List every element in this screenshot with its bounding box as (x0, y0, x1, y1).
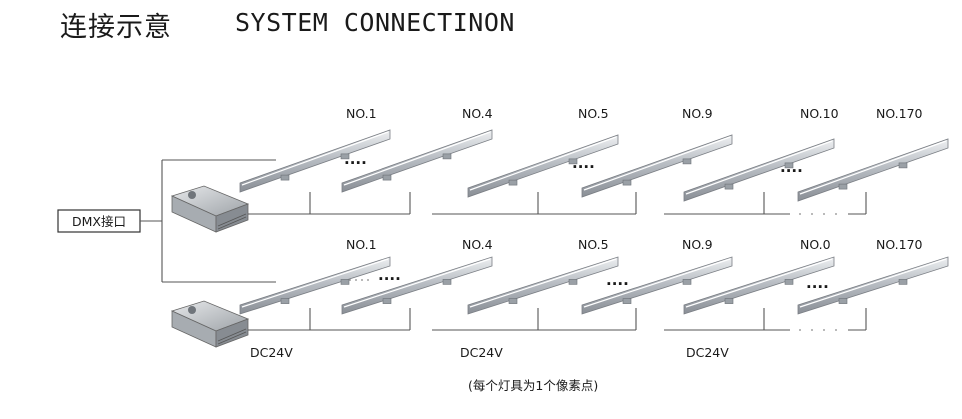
led-bar-fixture-r1-2 (341, 129, 493, 193)
ellipses: .... .... .... .... .... .... (344, 150, 829, 292)
row1-label-6: NO.170 (876, 106, 923, 121)
dmx-interface-label: DMX接口 (72, 214, 126, 229)
power-supply-bottom (170, 300, 250, 348)
power-wiring (248, 192, 867, 331)
row1-ellipsis-3: .... (780, 158, 803, 176)
row2-label-6: NO.170 (876, 237, 923, 252)
dmx-signal-lines (140, 159, 276, 283)
led-bar-fixture-r1-3 (467, 134, 619, 198)
row1-label-5: NO.10 (800, 106, 839, 121)
row1-ellipsis-1: .... (344, 150, 367, 168)
power-label-2: DC24V (460, 345, 503, 360)
led-bar-fixture-r1-4 (581, 134, 733, 198)
row1-label-3: NO.5 (578, 106, 609, 121)
row2-label-4: NO.9 (682, 237, 713, 252)
title-chinese: 连接示意 (60, 12, 172, 43)
led-bar-fixture-r2-3 (467, 256, 619, 315)
fixture-labels: NO.1 NO.4 NO.5 NO.9 NO.10 NO.170 NO.1 NO… (346, 106, 923, 252)
row1-label-2: NO.4 (462, 106, 493, 121)
row2-label-5: NO.0 (800, 237, 831, 252)
row1-label-4: NO.9 (682, 106, 713, 121)
row2-ellipsis-3: .... (806, 274, 829, 292)
power-labels: DC24V DC24V DC24V (250, 345, 729, 360)
led-bar-fixture-r1-5 (683, 138, 835, 202)
row2-label-1: NO.1 (346, 237, 377, 252)
pixel-note: (每个灯具为1个像素点) (468, 378, 598, 393)
fixtures-layer (239, 129, 949, 315)
led-bar-fixture-r2-2 (341, 256, 493, 315)
led-bar-fixture-r2-5 (683, 256, 835, 315)
row2-ellipsis-2: .... (606, 271, 629, 289)
title-english: SYSTEM CONNECTINON (235, 8, 515, 37)
row1-label-1: NO.1 (346, 106, 377, 121)
led-bar-fixture-r2-6 (797, 256, 949, 315)
power-label-3: DC24V (686, 345, 729, 360)
led-bar-fixture-r2-1 (239, 256, 391, 315)
row2-label-3: NO.5 (578, 237, 609, 252)
row2-ellipsis-1: .... (378, 266, 401, 284)
row2-label-2: NO.4 (462, 237, 493, 252)
power-label-1: DC24V (250, 345, 293, 360)
led-bar-fixture-r1-1 (239, 129, 391, 193)
led-bar-fixture-r1-6 (797, 138, 949, 202)
row1-ellipsis-2: .... (572, 154, 595, 172)
power-supply-top (170, 185, 250, 233)
power-wiring-gaps (349, 213, 837, 331)
led-bar-fixture-r2-4 (581, 256, 733, 315)
